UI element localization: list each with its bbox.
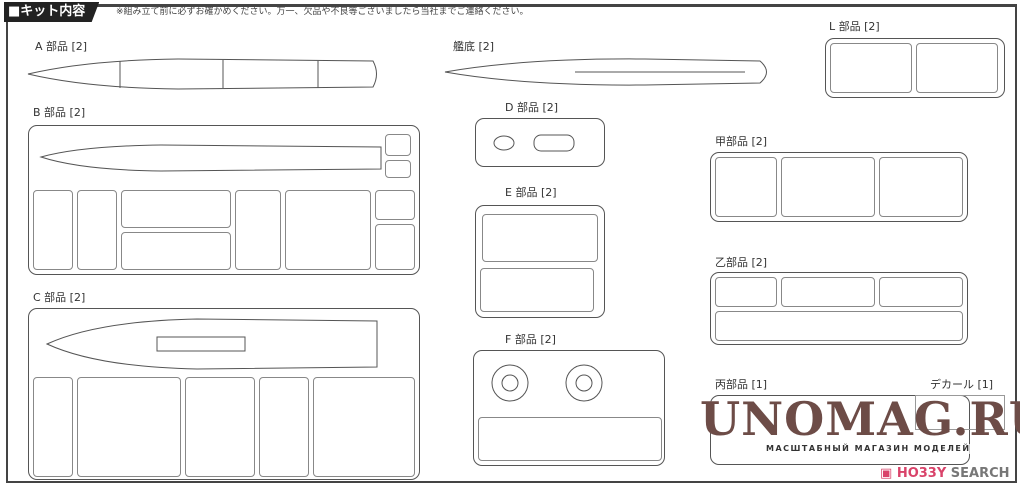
part-e-label: E 部品 [2]: [505, 186, 557, 199]
part-d-label: D 部品 [2]: [505, 101, 559, 114]
hull-bottom-drawing: [444, 58, 767, 86]
sprue-b: [28, 125, 420, 275]
part-c-label: C 部品 [2]: [33, 291, 86, 304]
part-hei-label: 丙部品 [1]: [715, 378, 768, 391]
hobby-search-logo: ▣ HO33Y SEARCH: [880, 466, 1010, 481]
part-otsu-label: 乙部品 [2]: [715, 256, 768, 269]
logo-hobby: HO33Y: [896, 466, 947, 481]
sprue-c: [28, 308, 420, 480]
decal-label: デカール [1]: [930, 378, 994, 391]
logo-search: SEARCH: [950, 466, 1010, 481]
watermark-title: UNOMAG.RU: [700, 392, 1020, 446]
hull-half-a-drawing: [27, 58, 377, 90]
decal-sheet: [915, 395, 1005, 430]
sprue-otsu: [710, 272, 968, 345]
sprue-f: [473, 350, 665, 466]
deck-c-drawing: [45, 318, 378, 370]
part-b-label: B 部品 [2]: [33, 106, 86, 119]
parts-d-drawing: [493, 134, 575, 152]
sprue-d: [475, 118, 605, 167]
part-ko-label: 甲部品 [2]: [715, 135, 768, 148]
turntable-drawing: [491, 364, 603, 402]
hobby-search-logo-icon: ▣: [880, 466, 897, 481]
watermark-subtitle: МАСШТАБНЫЙ МАГАЗИН МОДЕЛЕЙ: [766, 444, 971, 454]
sprue-l: [825, 38, 1005, 98]
section-title: ■キット内容: [4, 2, 100, 22]
hull-bottom-label: 艦底 [2]: [453, 40, 495, 53]
part-a-label: A 部品 [2]: [35, 40, 88, 53]
inspection-note: ※組み立て前に必ずお確かめください。万一、欠品や不良等ございましたら当社までご連…: [116, 7, 529, 17]
kit-contents-frame: [6, 4, 1017, 483]
deck-drawing: [39, 144, 382, 172]
part-f-label: F 部品 [2]: [505, 333, 556, 346]
part-l-label: L 部品 [2]: [829, 20, 880, 33]
sprue-e: [475, 205, 605, 318]
sprue-ko: [710, 152, 968, 222]
